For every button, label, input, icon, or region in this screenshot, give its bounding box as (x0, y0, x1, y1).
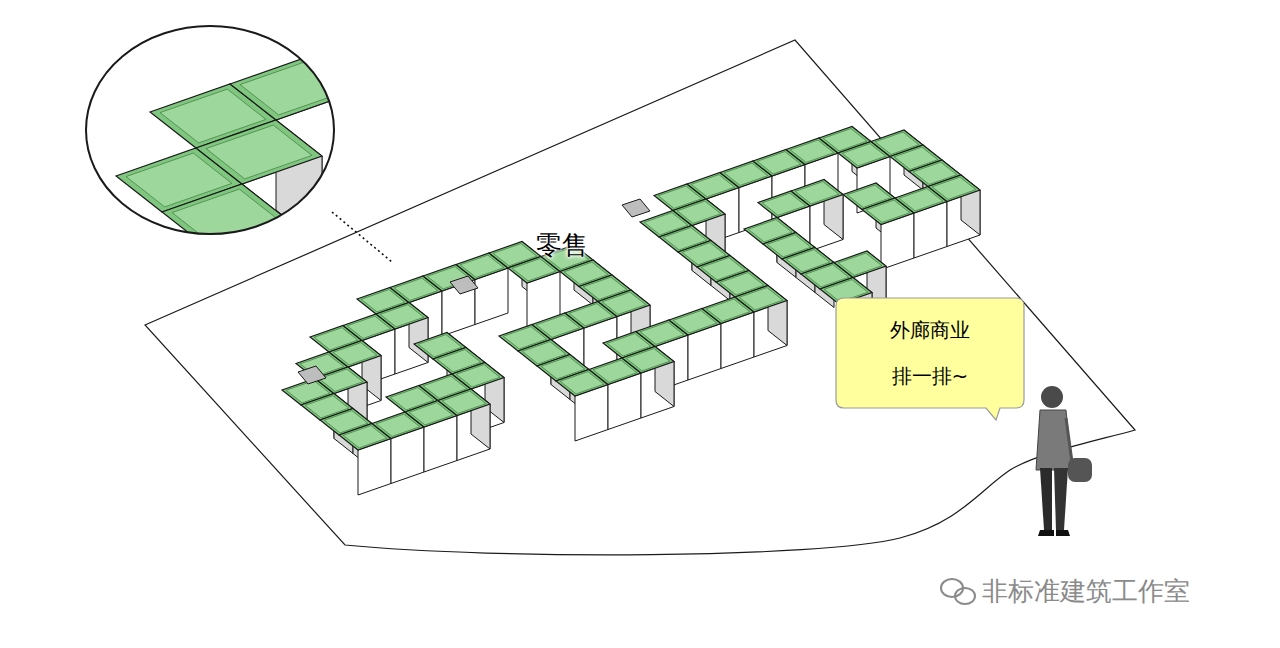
shop-cell (405, 401, 457, 473)
cell-floor (739, 288, 783, 310)
shop-cell (372, 412, 424, 484)
skylight (298, 366, 326, 384)
site-ground (145, 40, 1135, 555)
cell-top (162, 184, 288, 248)
bubble-outline (836, 298, 1024, 408)
cell-floor (838, 253, 882, 275)
skylight (450, 276, 478, 294)
shop-cell (162, 184, 288, 338)
cell-floor (333, 343, 377, 365)
leader-dots (332, 212, 392, 262)
cell-top (622, 347, 674, 374)
cell-wall (208, 220, 288, 338)
cell-top (928, 175, 980, 202)
cell-top (791, 180, 843, 207)
cell-floor (206, 125, 312, 179)
cell-floor (677, 201, 721, 223)
person-figure (1036, 386, 1092, 536)
bubble-text: 外廊商业 排一排~ (884, 307, 976, 399)
cell-top (315, 367, 367, 394)
cell-top (310, 28, 436, 92)
cell-wall (356, 64, 436, 182)
cell-floor (442, 391, 486, 413)
shop-cell (895, 187, 947, 259)
magnifier-rim (86, 26, 334, 234)
cell-top (329, 341, 381, 368)
speech-bubble: 外廊商业 排一排~ (836, 298, 1024, 408)
cell-wall (390, 28, 436, 154)
cell-floor (456, 365, 500, 387)
shop-cell (376, 303, 428, 375)
cell-floor (932, 177, 976, 199)
cell-top (230, 56, 356, 120)
skylight (622, 199, 650, 217)
shop-cell (735, 286, 787, 358)
shop-cell (339, 424, 391, 496)
cell-floor (795, 182, 839, 204)
bubble-shape (836, 298, 1024, 420)
watermark: 非标准建筑工作室 (982, 574, 1190, 609)
cell-top (735, 286, 787, 313)
wechat-icon (941, 579, 975, 604)
cell-floor (172, 189, 278, 243)
cell-floor (380, 305, 424, 327)
shop-cell (702, 297, 754, 369)
shop-cell (928, 175, 980, 247)
cell-top (438, 389, 490, 416)
shop-cell (423, 265, 475, 337)
shop-cell (669, 309, 721, 381)
cell-top (452, 363, 504, 390)
cell-top (196, 120, 322, 184)
cell-floor (602, 292, 646, 314)
cell-floor (319, 369, 363, 391)
cell-top (376, 303, 428, 330)
shop-cell (622, 347, 674, 419)
shop-cell (438, 389, 490, 461)
zone-label: 零售 (536, 228, 588, 263)
cell-top (673, 199, 725, 226)
cell-top (598, 290, 650, 317)
cell-floor (626, 349, 670, 371)
cell-top (834, 251, 886, 278)
cell-floor (320, 33, 426, 87)
shop-cell (556, 370, 608, 442)
magnifier-lens (86, 26, 436, 338)
shop-cell (589, 358, 641, 430)
